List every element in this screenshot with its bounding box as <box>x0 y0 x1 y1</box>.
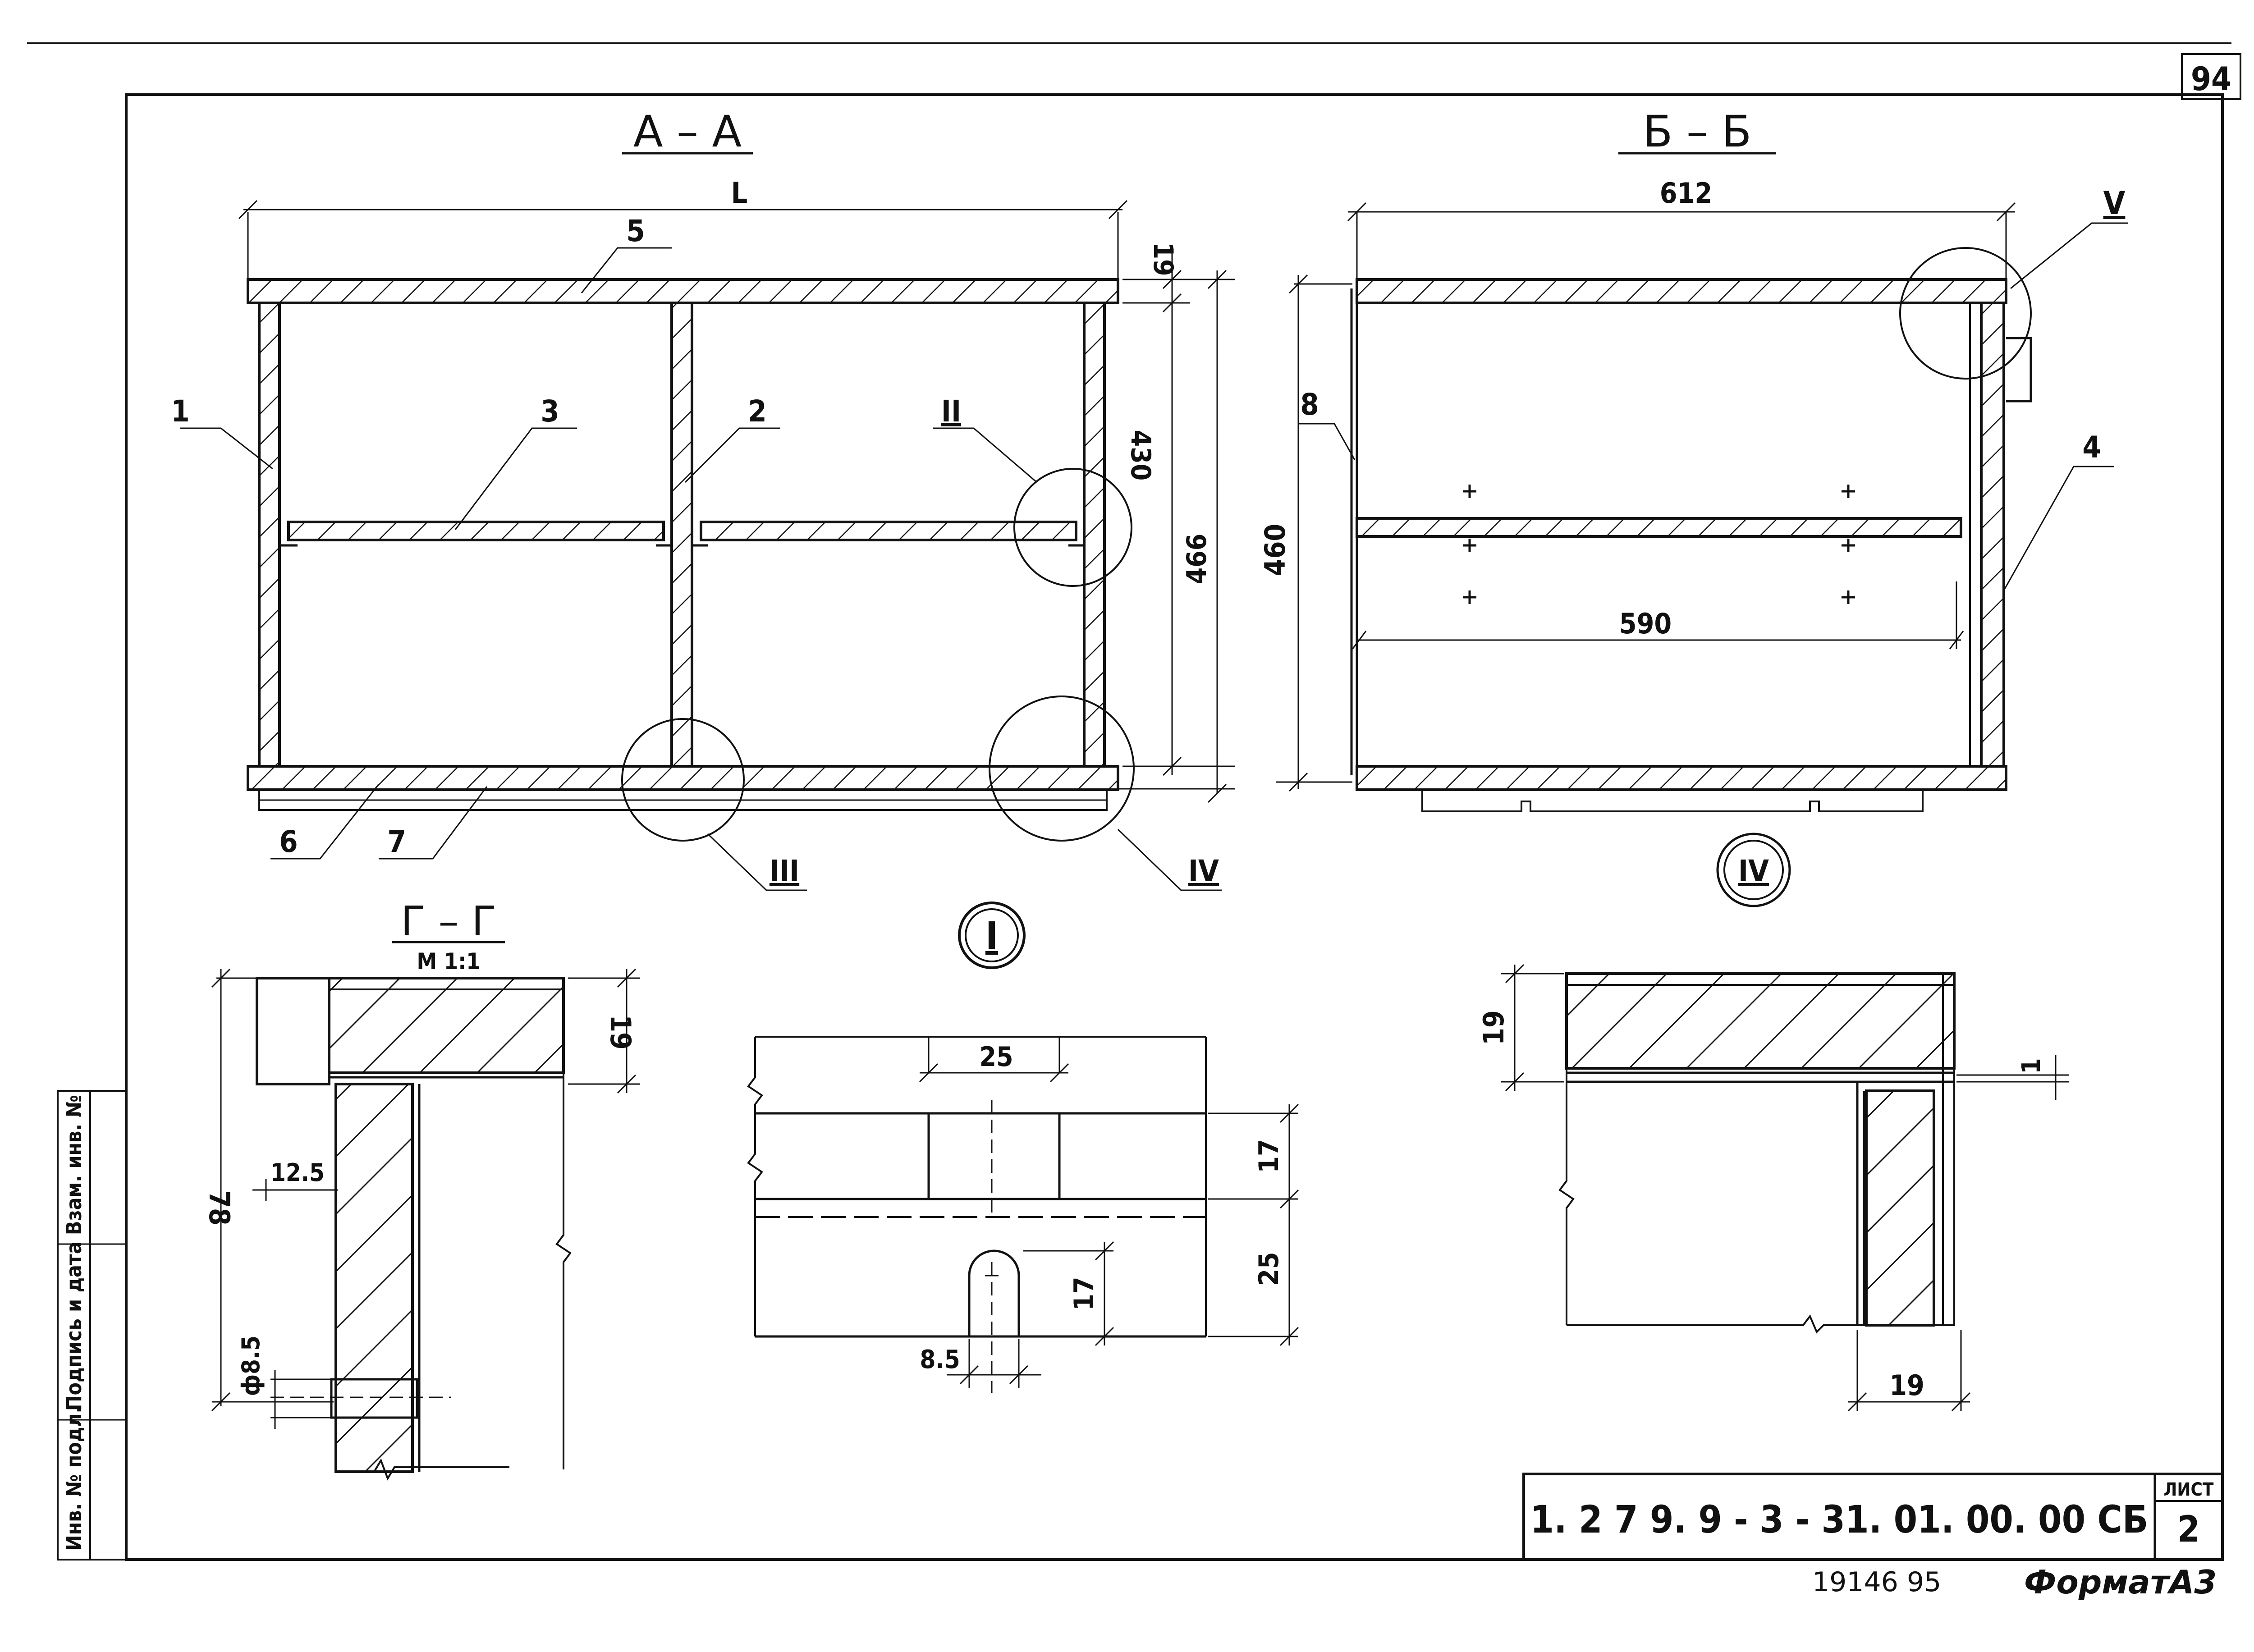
aa-dim-length: L <box>731 177 748 210</box>
bb-callout-5: V <box>2103 185 2126 222</box>
aa-dim-total: 466 <box>1181 534 1213 585</box>
gg-dim-dia: ф8.5 <box>237 1336 265 1396</box>
section-aa <box>180 152 1235 891</box>
aa-part-7: 7 <box>387 824 406 859</box>
aa-callout-4: IV <box>1188 854 1219 888</box>
d1-dim-h1: 17 <box>1253 1139 1285 1173</box>
side-stamp <box>57 1090 127 1560</box>
aa-part-5: 5 <box>626 214 645 248</box>
format-label: ФорматА3 <box>2024 1563 2217 1601</box>
document-code: 1. 2 7 9. 9 - 3 - 31. 01. 00. 00 СБ <box>1530 1497 2149 1542</box>
detail-1 <box>747 902 1299 1393</box>
d1-dim-w: 25 <box>979 1041 1013 1073</box>
bb-dim-width: 612 <box>1660 177 1712 210</box>
detail-1-label: I <box>985 914 998 958</box>
d1-dim-slot-h: 17 <box>1068 1277 1100 1310</box>
bb-dim-shelf: 590 <box>1619 607 1672 640</box>
aa-title: А – А <box>633 106 742 157</box>
bb-part-4: 4 <box>2082 430 2101 465</box>
list-number: 2 <box>2177 1508 2200 1550</box>
aa-callout-2: II <box>941 394 961 429</box>
bb-title: Б – Б <box>1643 106 1752 157</box>
d4-dim-t: 19 <box>1477 1010 1510 1045</box>
list-label: ЛИСТ <box>2164 1479 2214 1500</box>
gg-dim-offset: 12.5 <box>270 1158 325 1187</box>
aa-part-6: 6 <box>279 824 298 859</box>
detail-4-label: IV <box>1738 854 1769 888</box>
stamp-inventory: Инв. № подл. <box>62 1406 86 1551</box>
d1-dim-slot-w: 8.5 <box>920 1345 960 1374</box>
aa-callout-3: III <box>770 854 799 888</box>
aa-part-1: 1 <box>171 394 189 429</box>
aa-dim-inner: 430 <box>1125 430 1156 481</box>
gg-scale: М 1:1 <box>417 948 480 975</box>
corner-number: 94 <box>2191 60 2231 98</box>
d1-dim-h2: 25 <box>1253 1252 1285 1286</box>
inventory-number: 19146 95 <box>1812 1566 1941 1598</box>
d4-dim-w: 19 <box>1889 1369 1924 1402</box>
bb-dim-height: 460 <box>1259 524 1292 576</box>
section-gg <box>211 941 640 1481</box>
aa-part-2: 2 <box>748 394 766 429</box>
detail-4 <box>1501 964 2069 1412</box>
gg-dim-h: 78 <box>203 1190 236 1226</box>
stamp-replace: Взам. инв. № <box>62 1095 86 1235</box>
aa-dim-top: 19 <box>1147 242 1179 276</box>
section-bb <box>1276 152 2128 907</box>
title-block <box>1522 1473 2224 1561</box>
d4-dim-gap: 1 <box>2017 1058 2046 1074</box>
gg-dim-t: 19 <box>604 1015 637 1050</box>
gg-title: Г – Г <box>401 898 496 945</box>
stamp-signature: Подпись и дата <box>62 1241 86 1411</box>
bb-part-8: 8 <box>1300 387 1319 422</box>
aa-part-3: 3 <box>541 394 559 429</box>
